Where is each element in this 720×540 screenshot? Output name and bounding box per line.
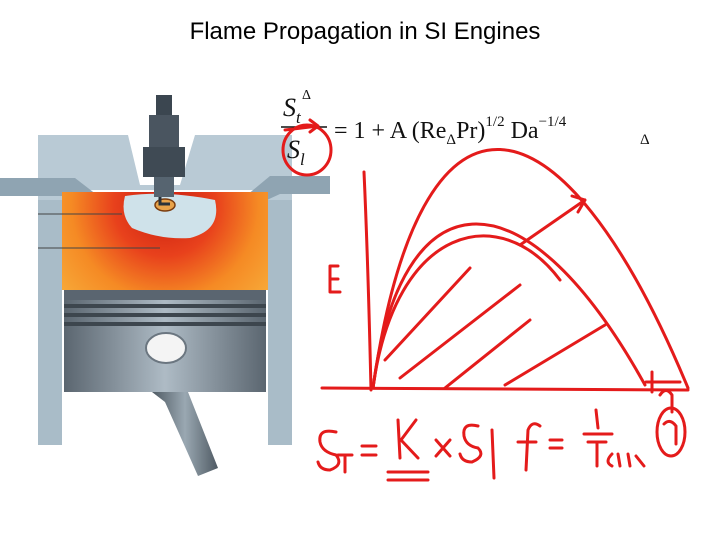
equation-denominator-sub: l <box>300 150 305 169</box>
svg-text:St: St <box>283 93 302 127</box>
cylinder-wall-right <box>268 195 292 445</box>
sketch-curve-medium <box>371 222 647 390</box>
sketch-hatch-3 <box>398 283 522 380</box>
handwriting-f <box>516 422 542 472</box>
sketch-x-axis <box>320 386 690 392</box>
svg-text:= 1 + A (ReΔPr)1/2Da−1/4: = 1 + A (ReΔPr)1/2 Da−1/4 <box>334 114 567 148</box>
handwriting-equals-1 <box>360 444 378 457</box>
piston-ring-2 <box>64 313 266 317</box>
equation-rhs-da: Da <box>511 118 539 144</box>
handwriting-equals-2 <box>548 438 564 450</box>
handwriting-T-eddy <box>586 440 646 468</box>
svg-text:Sl: Sl <box>287 135 305 169</box>
handwriting-S-T <box>316 429 354 474</box>
sketch-hatch-2 <box>383 266 472 362</box>
equation-numerator: S <box>283 93 296 122</box>
equation-numerator-sup: Δ <box>302 88 311 103</box>
cylinder-head <box>38 135 292 200</box>
equation-rhs-exp1: 1/2 <box>485 114 504 130</box>
piston-crown <box>64 290 266 300</box>
equation-pointer-arrow <box>283 118 320 134</box>
equation-rhs-sub2: Δ <box>640 132 650 148</box>
spark-plug <box>143 95 185 206</box>
sketch-hatch-4 <box>443 318 532 390</box>
sketch-y-axis <box>362 170 373 392</box>
denominator-circle <box>281 123 333 177</box>
equation-rhs-exp2: −1/4 <box>539 114 567 130</box>
sketch-curve-large <box>371 148 690 390</box>
connecting-rod <box>152 392 218 476</box>
equation-rhs-mid: Pr) <box>456 118 485 144</box>
equation-denominator: S <box>287 135 300 164</box>
equation-numerator-sub: t <box>296 108 302 127</box>
sketch-curve-small <box>371 234 562 390</box>
piston-ring-1 <box>64 304 266 308</box>
handwritten-annotations <box>281 118 690 482</box>
flame-kernel <box>123 193 217 239</box>
handwriting-K-underline <box>386 470 430 482</box>
piston-pin <box>145 332 187 364</box>
cylinder-wall-left <box>38 195 62 445</box>
piston-ring-3 <box>64 322 266 326</box>
sketch-hatch-1 <box>518 194 587 247</box>
sketch-hatch-5 <box>503 323 607 387</box>
handwriting-eta-inner <box>662 419 678 446</box>
handwriting-K <box>396 418 420 460</box>
sketch-y-label-E <box>328 264 342 294</box>
equation-rhs-main: = 1 + A (Re <box>334 118 446 144</box>
equation-rhs-sub1: Δ <box>446 132 456 148</box>
engine-illustration <box>0 95 330 476</box>
flame-region <box>62 192 268 290</box>
handwriting-S-l <box>458 423 496 480</box>
handwriting-times <box>434 438 452 458</box>
sketch-x-label-eta <box>644 370 682 414</box>
handwriting-numerator-1 <box>594 408 600 430</box>
eta-circle <box>655 406 687 458</box>
slide-title: Flame Propagation in SI Engines <box>189 18 541 45</box>
